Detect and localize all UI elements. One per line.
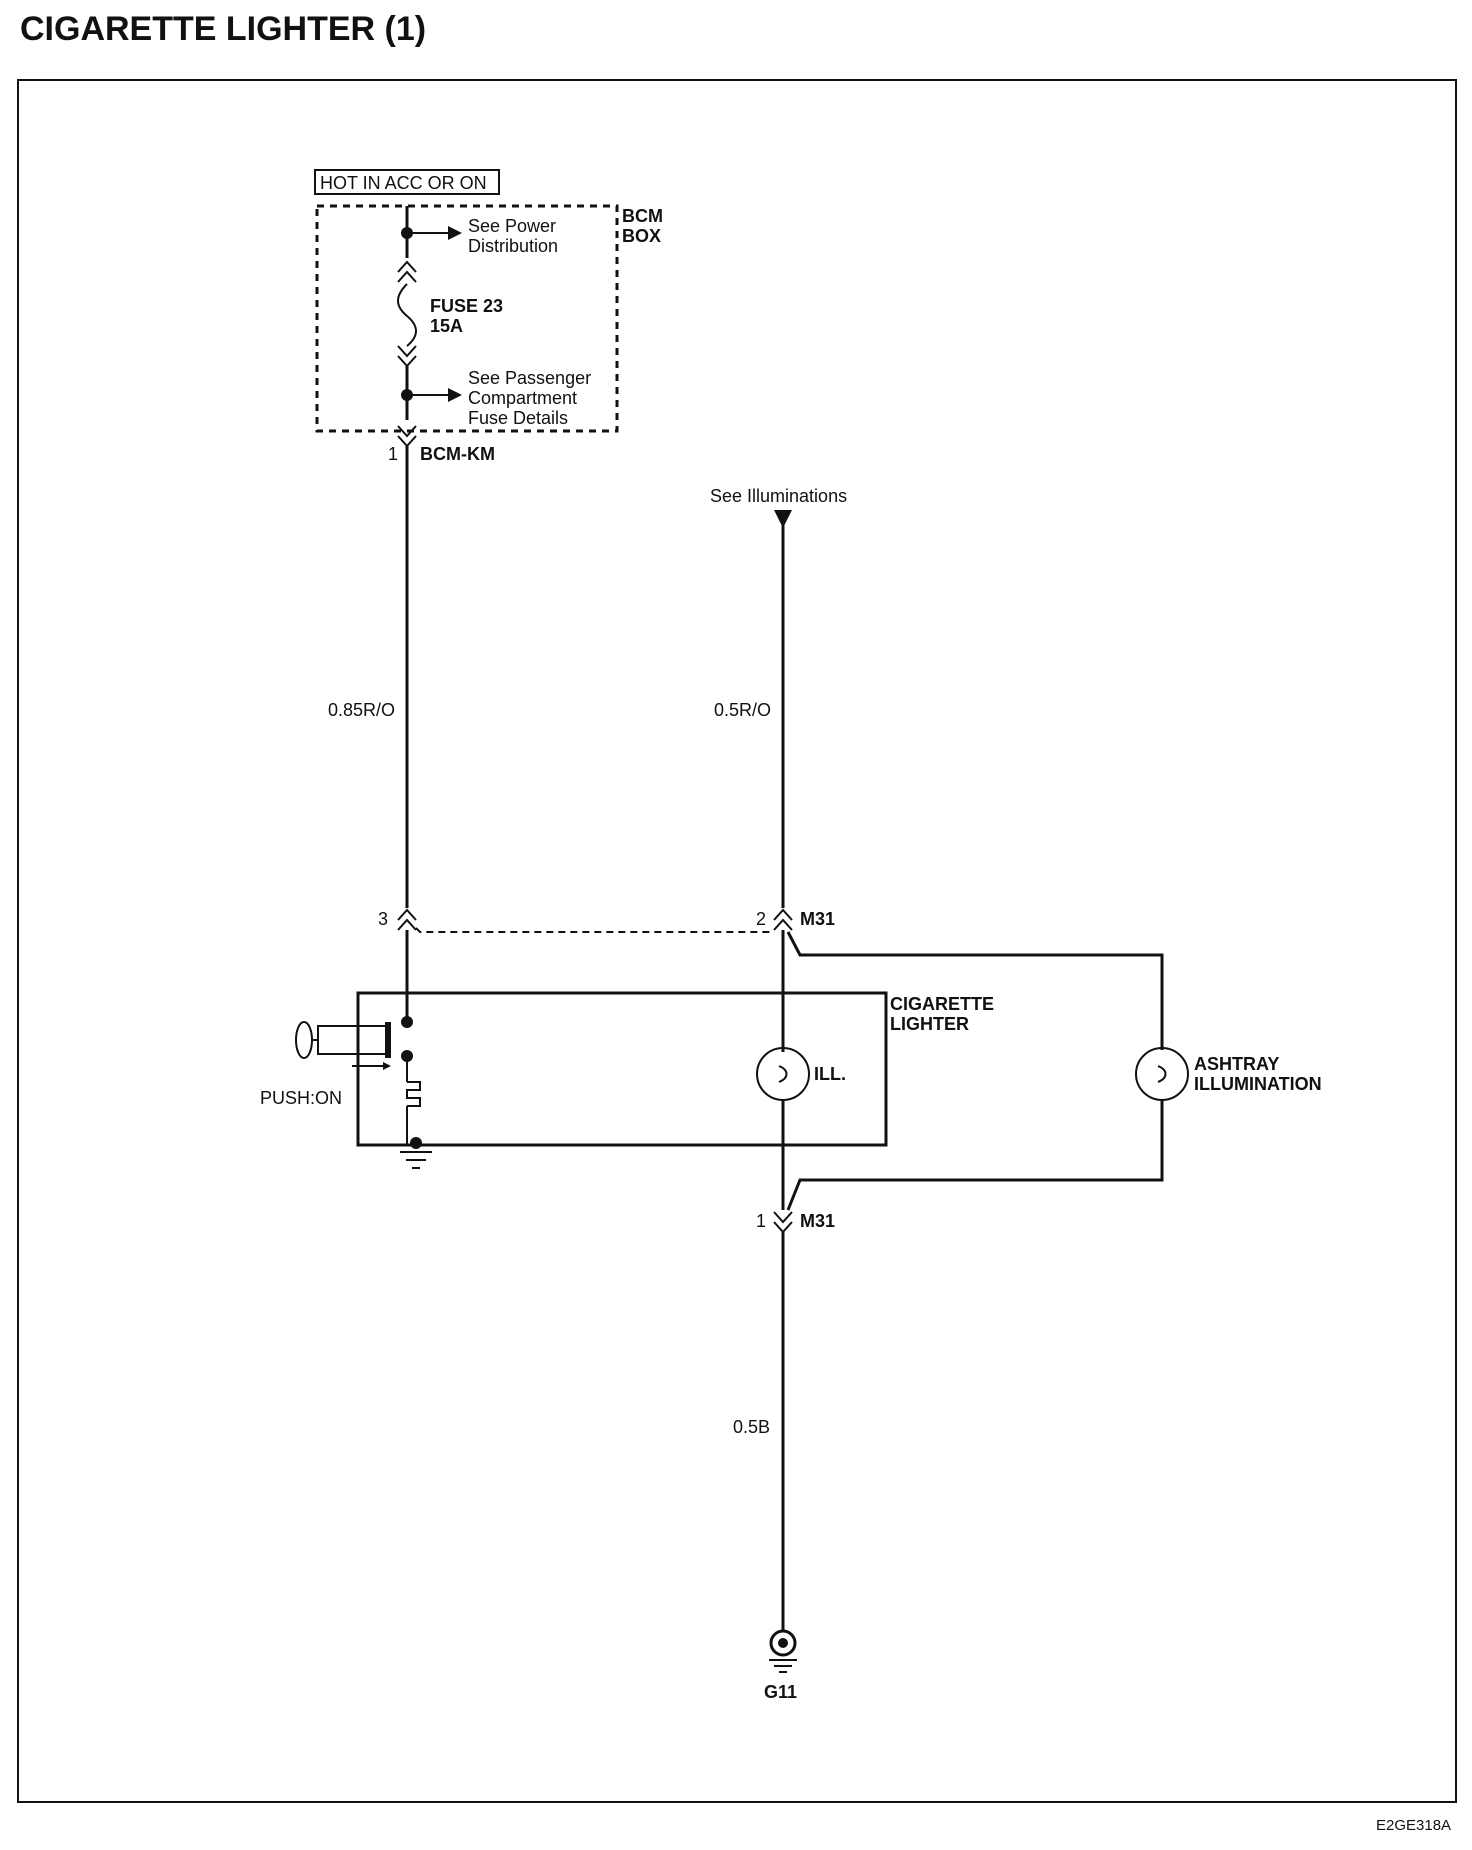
bcm-box-label-1: BCM xyxy=(622,206,663,226)
fuse-icon xyxy=(397,283,417,347)
ground-point-center xyxy=(778,1638,788,1648)
connector-link xyxy=(415,927,774,933)
lighter-label-2: LIGHTER xyxy=(890,1014,969,1034)
fuse-terminal-bottom2-icon xyxy=(397,355,417,368)
fuse-terminal-top-icon xyxy=(397,260,417,273)
bcm-pin-number: 1 xyxy=(388,444,398,464)
illumination-ref-label: See Illuminations xyxy=(710,486,847,506)
m31-pin1-icon xyxy=(773,1211,793,1224)
diagram-frame xyxy=(17,79,1457,1803)
power-source-label: HOT IN ACC OR ON xyxy=(320,173,487,193)
fuse-terminal-top2-icon xyxy=(397,270,417,283)
m31-bottom-connector-name: M31 xyxy=(800,1211,835,1231)
left-wire-label: 0.85R/O xyxy=(328,700,395,720)
bcm-box-label-2: BOX xyxy=(622,226,661,246)
passenger-label-1: See Passenger xyxy=(468,368,591,388)
switch-contact-top xyxy=(401,1016,413,1028)
ashtray-return-wire xyxy=(786,1100,1164,1211)
fuse-label-2: 15A xyxy=(430,316,463,336)
m31-pin3b-icon xyxy=(397,918,417,931)
push-arrow-icon xyxy=(383,1062,391,1070)
ground-label: G11 xyxy=(764,1682,797,1702)
fuse-label-1: FUSE 23 xyxy=(430,296,503,316)
m31-pin2-number: 2 xyxy=(756,909,766,929)
heating-element-icon xyxy=(406,1081,421,1107)
m31-pin1-number: 1 xyxy=(756,1211,766,1231)
bcm-connector-name: BCM-KM xyxy=(420,444,495,464)
m31-pin1b-icon xyxy=(773,1221,793,1234)
m31-pin3-icon xyxy=(397,908,417,921)
passenger-label-3: Fuse Details xyxy=(468,408,568,428)
m31-pin2b-icon xyxy=(773,918,793,931)
bcm-connector-icon xyxy=(397,425,417,438)
cigarette-lighter-box xyxy=(356,991,888,1147)
ashtray-lamp-icon xyxy=(1135,1047,1189,1101)
ashtray-label-2: ILLUMINATION xyxy=(1194,1074,1322,1094)
ground-wire-label: 0.5B xyxy=(733,1417,770,1437)
ill-lamp-icon xyxy=(756,1047,810,1101)
ground-point-icon xyxy=(769,1629,797,1657)
bcm-connector2-icon xyxy=(397,435,417,448)
lighter-label-1: CIGARETTE xyxy=(890,994,994,1014)
diagram-code: E2GE318A xyxy=(1376,1817,1451,1834)
ashtray-label-1: ASHTRAY xyxy=(1194,1054,1279,1074)
lighter-knob-icon xyxy=(295,1021,313,1059)
power-dist-label-1: See Power xyxy=(468,216,556,236)
ill-filament-icon xyxy=(778,1065,788,1083)
push-label: PUSH:ON xyxy=(260,1088,342,1108)
fuse-terminal-bottom-icon xyxy=(397,345,417,358)
ashtray-filament-icon xyxy=(1157,1065,1167,1083)
ashtray-feed-wire xyxy=(786,931,1164,1050)
m31-top-connector-name: M31 xyxy=(800,909,835,929)
page-title: CIGARETTE LIGHTER (1) xyxy=(20,10,426,48)
passenger-arrow-icon xyxy=(448,388,462,402)
lighter-plunger-icon xyxy=(317,1025,389,1055)
passenger-label-2: Compartment xyxy=(468,388,577,408)
power-source-box xyxy=(314,169,500,195)
ill-label: ILL. xyxy=(814,1064,846,1084)
right-wire-label: 0.5R/O xyxy=(714,700,771,720)
m31-pin2-icon xyxy=(773,908,793,921)
power-dist-arrow-icon xyxy=(448,226,462,240)
m31-pin3-number: 3 xyxy=(378,909,388,929)
power-dist-label-2: Distribution xyxy=(468,236,558,256)
lighter-ground-dot xyxy=(410,1137,422,1149)
bcm-box xyxy=(315,204,619,433)
